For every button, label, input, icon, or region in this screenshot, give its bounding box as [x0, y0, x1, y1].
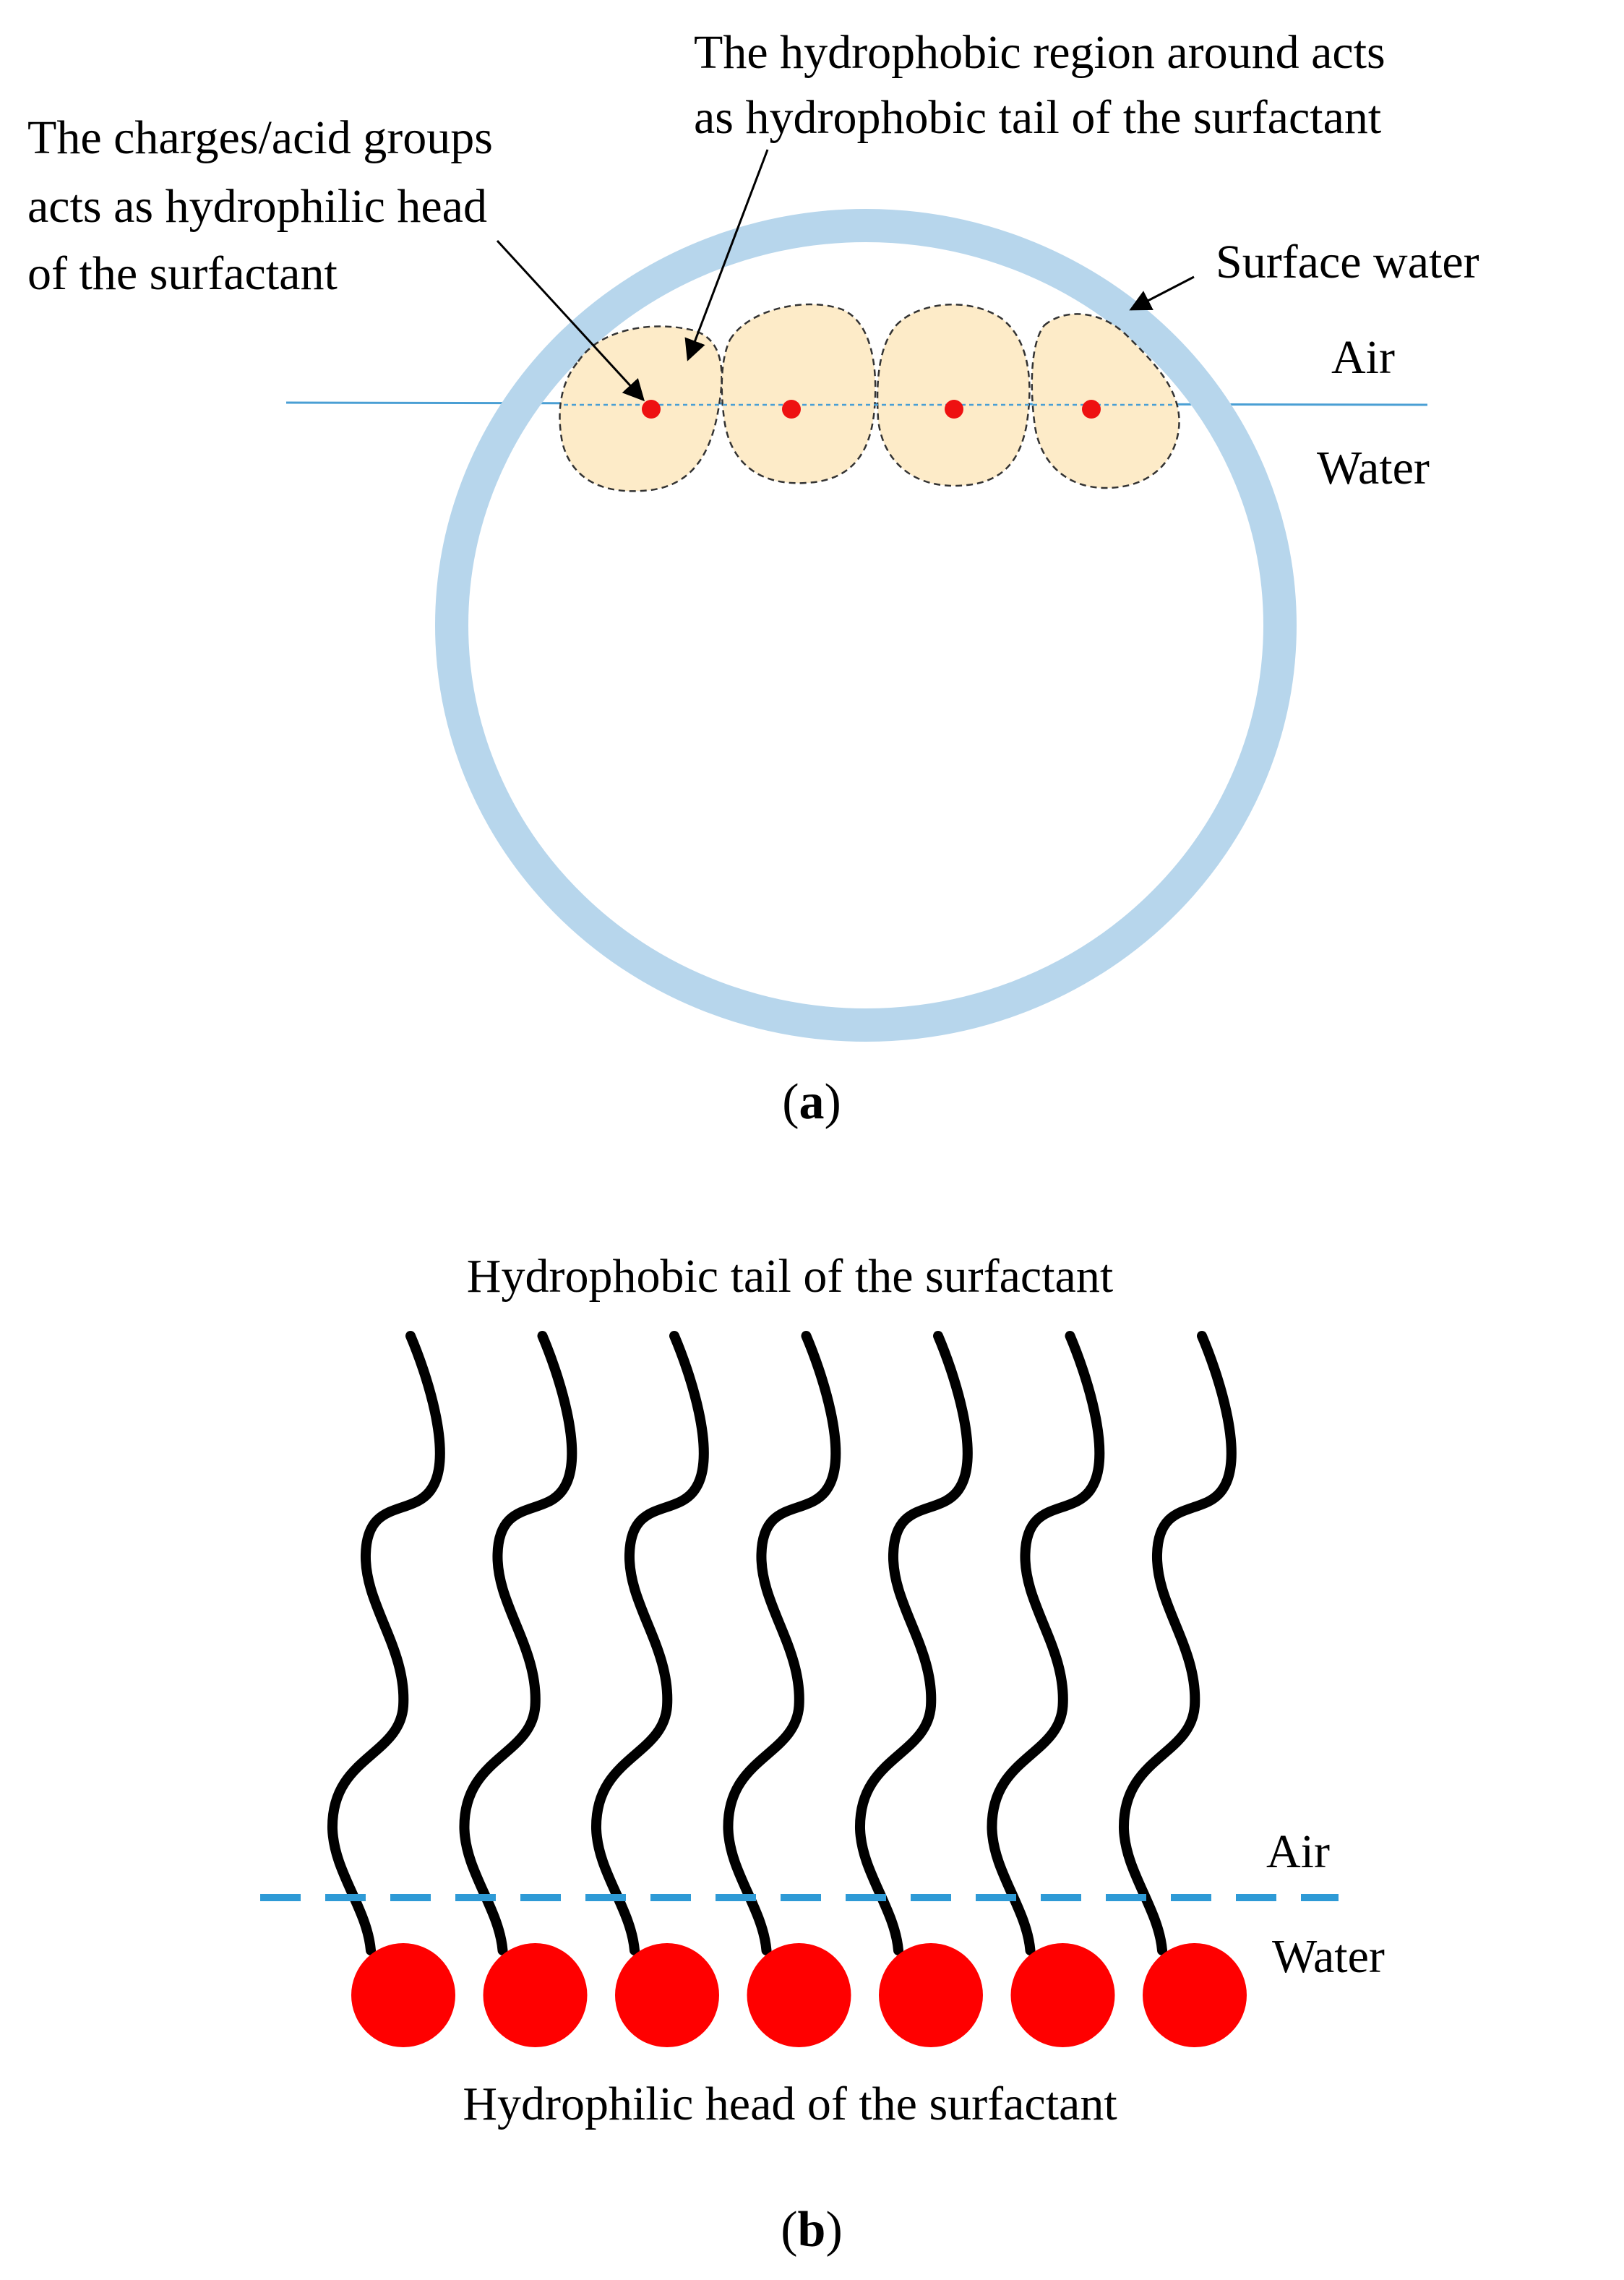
hydrophilic-head [351, 1943, 455, 2047]
tails-group [327, 1331, 1237, 1955]
hydrophobic-callout-text: The hydrophobic region around acts as hy… [694, 26, 1397, 144]
hydrophobic-tail [590, 1331, 709, 1955]
panel-b-label-letter: b [798, 2202, 826, 2258]
panel-a: The charges/acid groups acts as hydrophi… [27, 26, 1479, 1130]
hydrophobic-tail [987, 1331, 1105, 1955]
hydrophilic-head [747, 1943, 851, 2047]
hydrophobic-region-1 [559, 325, 723, 492]
surface-water-callout-arrow [1129, 275, 1195, 311]
charge-dot [945, 400, 963, 419]
hydrophobic-region-2 [721, 303, 877, 484]
hydrophobic-tail-label: Hydrophobic tail of the surfactant [467, 1250, 1113, 1303]
hydrophilic-head-label: Hydrophilic head of the surfactant [463, 2078, 1117, 2130]
hydrophobic-callout-line-1: The hydrophobic region around acts [694, 26, 1385, 79]
hydrophilic-head [1010, 1943, 1115, 2047]
hydrophobic-tail [1118, 1331, 1237, 1955]
panel-b-label: (b) [781, 2202, 843, 2258]
hydrophilic-head [1143, 1943, 1247, 2047]
panel-a-label-letter: a [799, 1074, 825, 1130]
hydrophobic-tail [327, 1331, 445, 1955]
panel-a-label-close: ) [825, 1074, 841, 1130]
hydrophobic-region-4 [1031, 313, 1180, 489]
surface-water-label: Surface water [1216, 236, 1479, 288]
air-label-b: Air [1266, 1825, 1330, 1878]
panel-a-label: (a) [782, 1074, 841, 1130]
hydrophobic-tail [854, 1331, 973, 1955]
water-label-a: Water [1317, 442, 1430, 494]
hydrophilic-head [879, 1943, 983, 2047]
panel-b-label-open: ( [781, 2202, 797, 2258]
hydrophilic-head [615, 1943, 719, 2047]
panel-b-label-close: ) [825, 2202, 842, 2258]
panel-a-label-open: ( [782, 1074, 799, 1130]
charges-callout-line-2: acts as hydrophilic head [27, 180, 487, 233]
hydrophobic-tail [459, 1331, 577, 1955]
charges-callout-text: The charges/acid groups acts as hydrophi… [27, 111, 504, 300]
hydrophobic-region-3 [876, 304, 1031, 487]
charge-dot [1082, 400, 1101, 419]
hydrophobic-callout-line-2: as hydrophobic tail of the surfactant [694, 91, 1381, 144]
charges-callout-line-3: of the surfactant [27, 247, 338, 300]
hydrophilic-head [483, 1943, 588, 2047]
water-label-b: Water [1272, 1930, 1385, 1983]
surface-water-ring [435, 209, 1297, 1042]
charge-dot [642, 400, 661, 419]
hydrophobic-tail [723, 1331, 841, 1955]
panel-b: Hydrophobic tail of the surfactant Air W… [260, 1250, 1385, 2258]
hydrophobic-callout-arrow [684, 149, 769, 361]
charges-callout-line-1: The charges/acid groups [27, 111, 493, 164]
charges-callout-arrow [496, 239, 645, 402]
charge-dot [782, 400, 801, 419]
air-label-a: Air [1331, 331, 1395, 384]
heads-group [351, 1943, 1247, 2047]
